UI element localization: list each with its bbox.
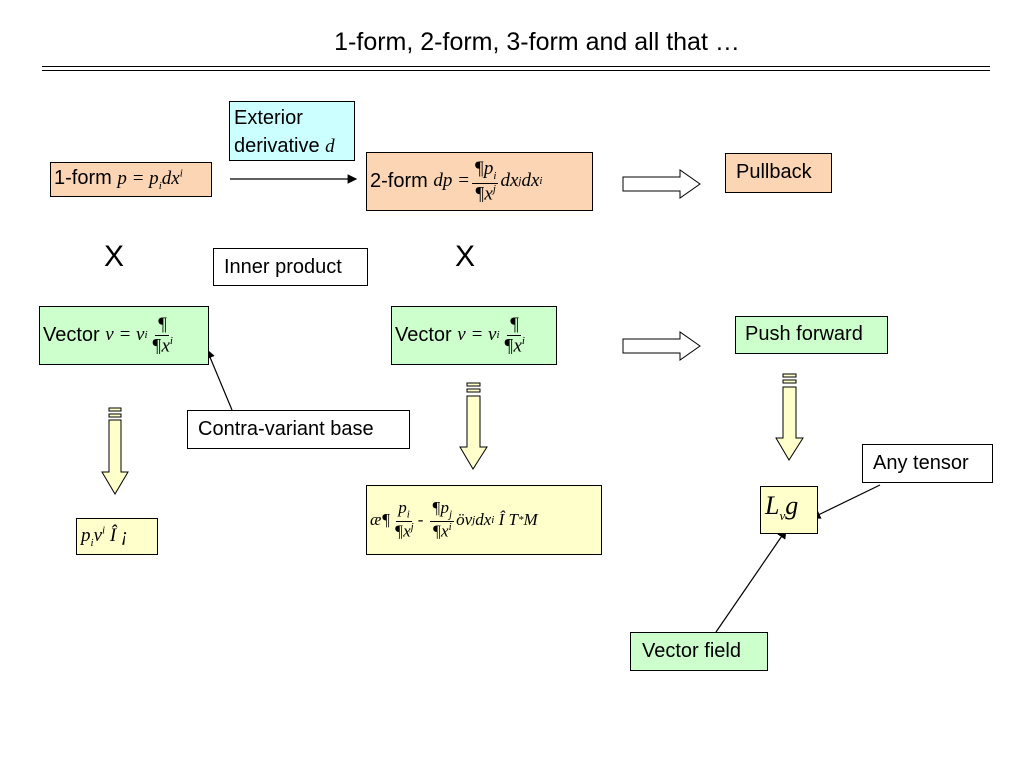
contra-pointer (205, 348, 233, 411)
inner-product-box: Inner product (213, 248, 368, 286)
result-left-box: pivi Î ¡ (76, 518, 158, 555)
vector-left-label: Vector (43, 324, 100, 346)
title-divider-top (42, 66, 990, 67)
one-form-box: 1-form p = pidxi (50, 162, 212, 197)
cross-mark-left: X (104, 240, 125, 273)
one-form-expression: p = pidxi (117, 167, 183, 192)
exterior-label-line1: Exterior (234, 107, 303, 129)
lie-derivative-box: Lvg (760, 486, 818, 534)
contra-variant-label: Contra-variant base (198, 418, 374, 440)
push-forward-label: Push forward (745, 323, 863, 345)
pullback-block-arrow (622, 169, 701, 199)
down-arrow-mid (459, 382, 488, 470)
vector-field-pointer (715, 529, 787, 633)
vector-mid-label: Vector (395, 324, 452, 346)
exterior-d-symbol: d (325, 136, 335, 157)
any-tensor-pointer (810, 484, 881, 519)
down-arrow-left (101, 407, 129, 495)
title-divider-bottom (42, 70, 990, 71)
cross-mark-mid: X (455, 240, 476, 273)
vector-field-box: Vector field (630, 632, 768, 671)
exterior-derivative-box: Exterior derivative d (229, 101, 355, 161)
push-forward-box: Push forward (735, 316, 888, 354)
contra-variant-box: Contra-variant base (187, 410, 410, 449)
two-form-label: 2-form (370, 170, 428, 192)
result-left-expression: pivi Î ¡ (81, 524, 129, 549)
any-tensor-label: Any tensor (873, 452, 969, 474)
down-arrow-right (775, 373, 804, 461)
one-form-label: 1-form (54, 167, 112, 189)
page-title: 1-form, 2-form, 3-form and all that … (334, 28, 740, 56)
pullback-box: Pullback (725, 153, 832, 193)
vector-field-label: Vector field (642, 640, 741, 662)
inner-product-label: Inner product (224, 256, 342, 278)
exterior-label-line2: derivative (234, 135, 320, 157)
pullback-label: Pullback (736, 161, 812, 183)
any-tensor-box: Any tensor (862, 444, 993, 483)
push-forward-block-arrow (622, 331, 701, 361)
lie-derivative-expression: Lvg (765, 491, 799, 524)
